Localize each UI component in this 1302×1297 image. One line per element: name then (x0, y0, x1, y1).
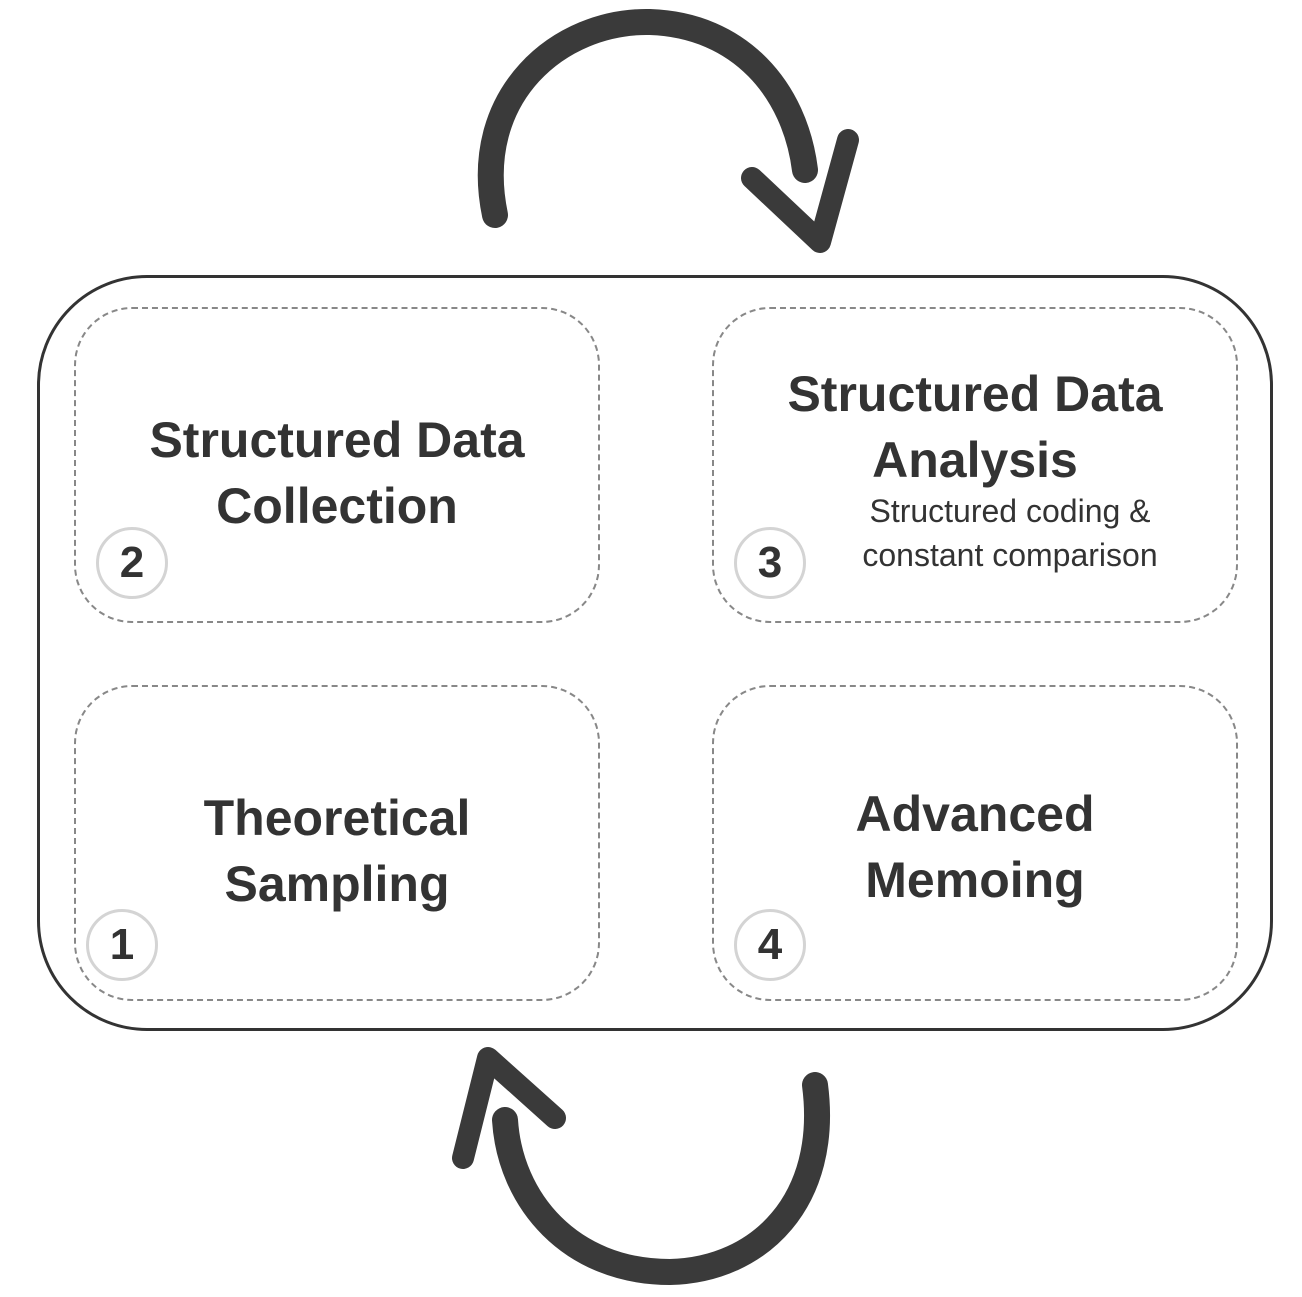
step-title: Structured Data Collection (149, 412, 525, 534)
step-theoretical-sampling: Theoretical Sampling 1 (74, 685, 600, 1001)
step-title: Advanced Memoing (855, 786, 1095, 908)
cycle-arrow-top (477, 8, 859, 253)
cycle-arrow-bottom (452, 1047, 830, 1285)
step-title: Theoretical Sampling (203, 790, 471, 912)
step-title: Structured Data Analysis (787, 366, 1163, 488)
step-subtitle: Structured coding & constant comparison (862, 493, 1158, 573)
process-frame (37, 275, 1273, 1031)
step-number-badge: 4 (734, 909, 806, 981)
step-structured-data-collection: Structured Data Collection 2 (74, 307, 600, 623)
step-number-badge: 1 (86, 909, 158, 981)
step-number-badge: 3 (734, 527, 806, 599)
step-structured-data-analysis: Structured Data Analysis Structured codi… (712, 307, 1238, 623)
step-number-badge: 2 (96, 527, 168, 599)
step-advanced-memoing: Advanced Memoing 4 (712, 685, 1238, 1001)
